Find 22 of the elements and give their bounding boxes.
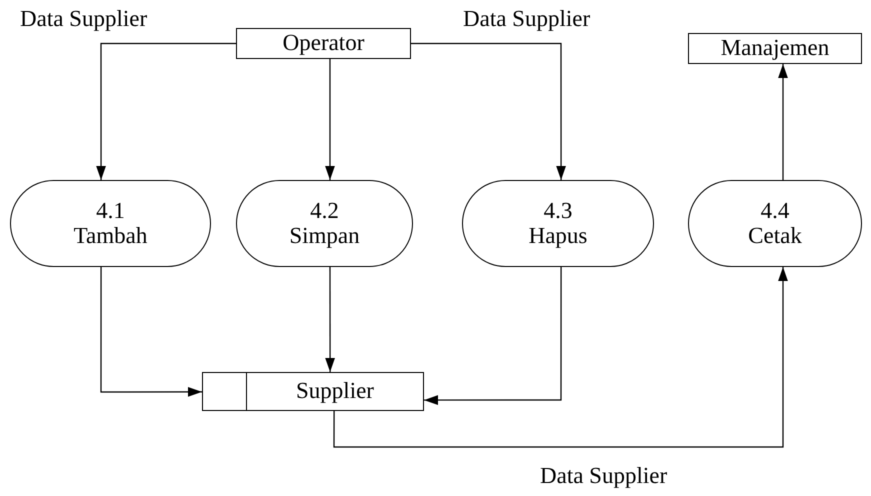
node-label: 4.3	[544, 199, 572, 224]
arrow	[778, 64, 788, 180]
node-label: 4.2	[310, 199, 339, 224]
arrow	[325, 59, 335, 180]
node-label: Tambah	[74, 224, 148, 248]
node-label: Cetak	[748, 224, 802, 248]
node-label: Supplier	[296, 379, 374, 404]
external-entity-box	[688, 33, 862, 64]
arrow	[100, 267, 202, 397]
arrow	[333, 267, 788, 448]
data-store-box	[202, 372, 424, 411]
arrow	[424, 267, 562, 405]
node-label: 4.4	[760, 199, 790, 224]
node-label: Simpan	[289, 224, 360, 248]
node-label: 4.1	[96, 199, 125, 224]
node-label: Hapus	[528, 224, 588, 248]
arrow	[411, 42, 566, 180]
external-entity-box	[236, 28, 411, 59]
arrow	[325, 267, 335, 372]
arrow	[96, 42, 236, 180]
node-label: Operator	[282, 31, 364, 56]
node-label: Manajemen	[720, 36, 830, 61]
